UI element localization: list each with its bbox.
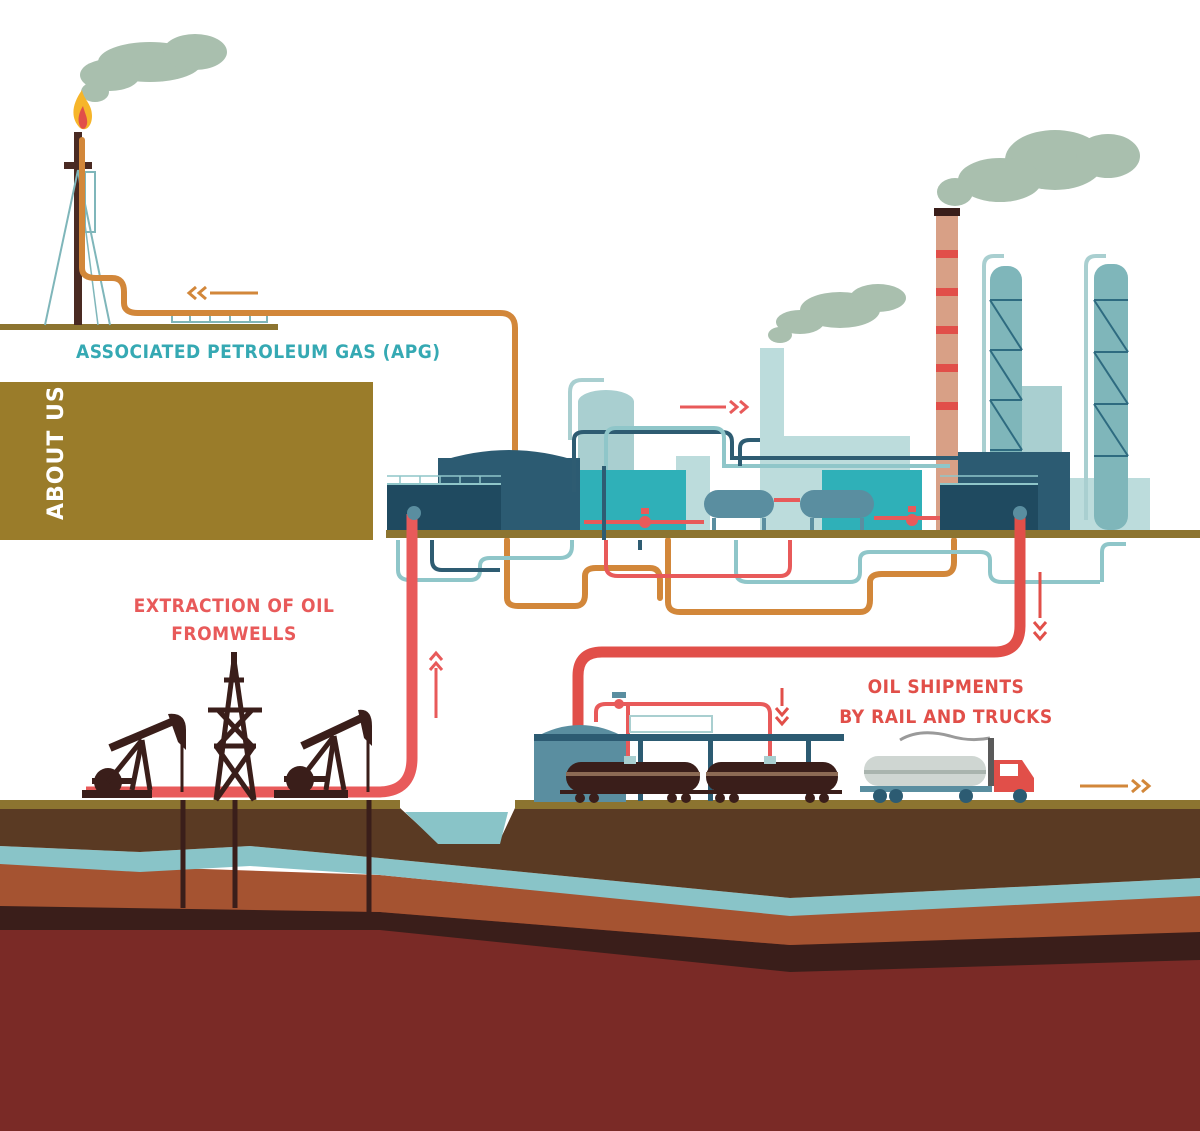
tank-truck (860, 731, 1034, 803)
shipment-down-arrow-icon (774, 572, 1048, 727)
layer-orange (0, 862, 1200, 945)
ground-surface-right (515, 800, 1200, 809)
extraction-up-arrow-icon (428, 650, 444, 718)
derrick-tower (208, 659, 262, 802)
extraction-label-line1: EXTRACTION OF OIL (133, 595, 335, 617)
gas-arrow-icon (186, 285, 258, 301)
apg-label: ASSOCIATED PETROLEUM GAS (APG) (76, 341, 441, 363)
oil-pipe-extraction (86, 514, 418, 798)
distillation-tower-2 (1084, 254, 1129, 530)
factory-base (386, 530, 1200, 538)
gas-pipeline (79, 137, 957, 615)
layer-dark-stripe (0, 905, 1200, 972)
ground-layers (0, 800, 1200, 1131)
oil-wells (82, 506, 444, 918)
extraction-label-line2: FROMWELLS (171, 623, 297, 645)
under-factory-pipes (396, 466, 1126, 584)
flare-smoke (80, 34, 227, 102)
about-us-label[interactable]: ABOUT US (44, 385, 69, 520)
loading-canopy (534, 734, 844, 741)
layer-brown-top (0, 808, 1200, 898)
about-us-panel[interactable] (0, 382, 373, 540)
pressure-vessel-1 (704, 490, 774, 518)
water-pond (405, 812, 508, 844)
pumpjack-2 (274, 709, 372, 798)
shipment-area (534, 506, 1152, 803)
shipments-label-line1: OIL SHIPMENTS (867, 676, 1025, 698)
refinery (386, 130, 1200, 538)
factory-flow-arrow-icon (680, 399, 750, 415)
outbound-arrow-icon (1080, 778, 1152, 794)
pressure-vessel-2 (800, 490, 874, 518)
extraction-label: EXTRACTION OF OIL FROMWELLS (124, 592, 344, 648)
shipments-label-line2: BY RAIL AND TRUCKS (839, 706, 1053, 728)
ground-surface-left (0, 800, 400, 809)
shipments-label: OIL SHIPMENTS BY RAIL AND TRUCKS (826, 672, 1066, 732)
factory-smoke (768, 130, 1140, 343)
layer-teal (0, 846, 1200, 916)
pumpjack-1 (82, 713, 186, 798)
flare-stack (0, 34, 278, 330)
rail-tank-car-2 (700, 756, 842, 803)
rail-tank-car-1 (560, 756, 704, 803)
apg-ground-line (0, 324, 278, 330)
oil-pipe-shipment (572, 512, 1026, 732)
